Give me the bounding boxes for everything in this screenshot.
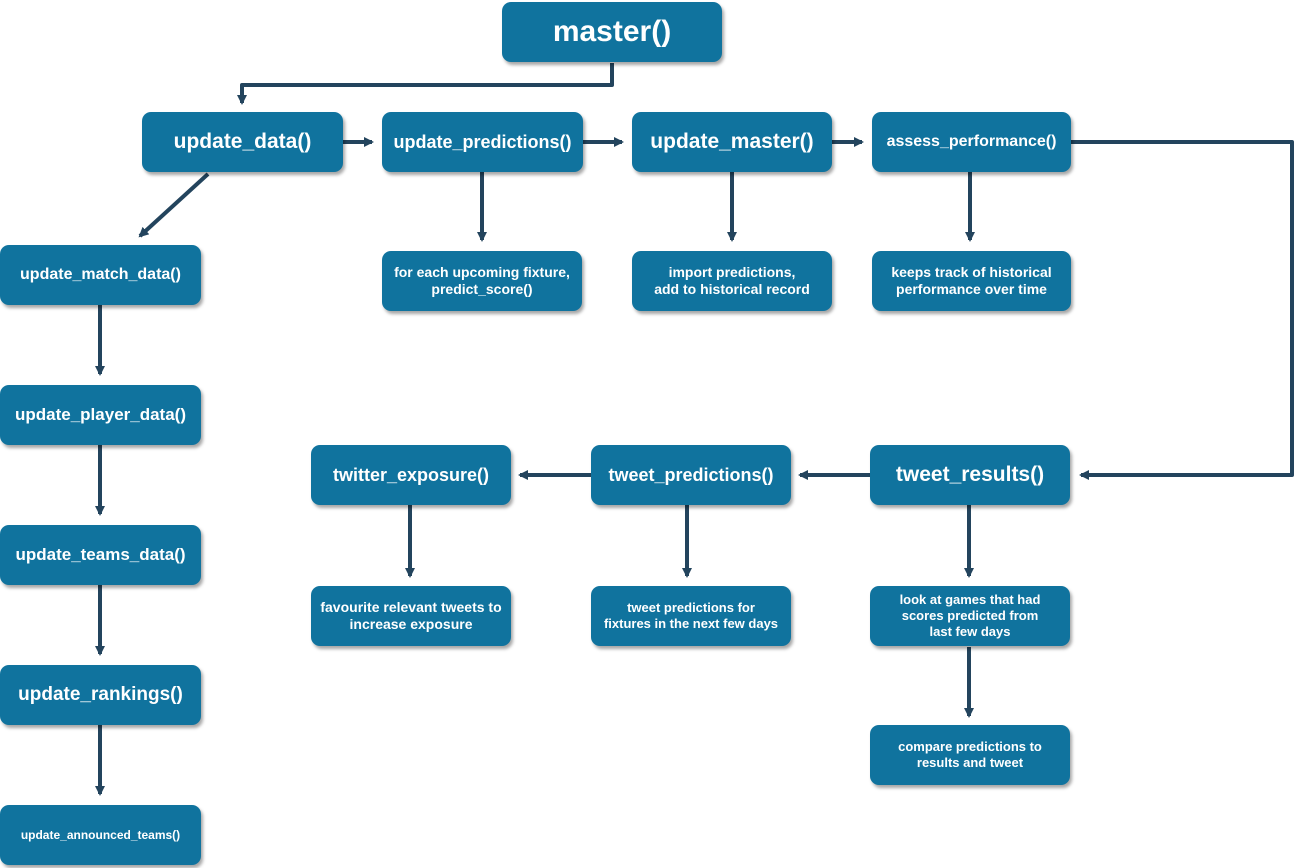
import-predictions-note: import predictions, add to historical re… — [632, 251, 832, 311]
update-predictions-node: update_predictions() — [382, 112, 583, 172]
arrow-update-data-to-update-match-data — [138, 172, 210, 238]
favourite-tweets-note: favourite relevant tweets to increase ex… — [311, 586, 511, 646]
historical-performance-note: keeps track of historical performance ov… — [872, 251, 1071, 311]
update-rankings-node: update_rankings() — [0, 665, 201, 725]
update-teams-data-node: update_teams_data() — [0, 525, 201, 585]
tweet-results-node: tweet_results() — [870, 445, 1070, 505]
assess-performance-node: assess_performance() — [872, 112, 1071, 172]
look-at-games-note: look at games that had scores predicted … — [870, 586, 1070, 646]
arrow-master-to-update-data — [237, 63, 614, 105]
tweet-predictions-note: tweet predictions for fixtures in the ne… — [591, 586, 791, 646]
twitter-exposure-node: twitter_exposure() — [311, 445, 511, 505]
update-data-node: update_data() — [142, 112, 343, 172]
update-player-data-node: update_player_data() — [0, 385, 201, 445]
master-node: master() — [502, 2, 722, 62]
compare-predictions-note: compare predictions to results and tweet — [870, 725, 1070, 785]
tweet-predictions-node: tweet_predictions() — [591, 445, 791, 505]
predict-score-note: for each upcoming fixture, predict_score… — [382, 251, 582, 311]
update-announced-teams-node: update_announced_teams() — [0, 805, 201, 865]
arrow-assess-performance-to-tweet-results — [1071, 140, 1294, 480]
update-match-data-node: update_match_data() — [0, 245, 201, 305]
update-master-node: update_master() — [632, 112, 832, 172]
